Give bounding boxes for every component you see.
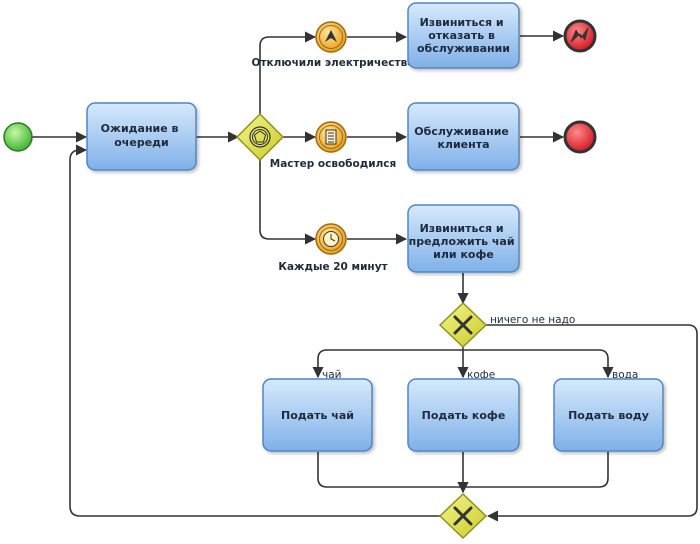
event-label-every-20: Каждые 20 минут (278, 261, 388, 273)
flow-gateway-to-power-off[interactable] (259, 31, 317, 114)
svg-text:Обслуживание клиента: Обслуживание клиента (414, 125, 512, 151)
task-give-coffee[interactable]: Подать кофе (407, 378, 520, 452)
task-offer-line-1: Извиниться и (420, 222, 504, 235)
signal-event-icon[interactable] (315, 21, 347, 53)
task-give-tea[interactable]: Подать чай (262, 378, 373, 452)
task-apologize-refuse[interactable]: Извиниться и отказать в обслуживании (407, 2, 520, 69)
task-waiting-line-2: очереди (114, 136, 169, 149)
flow-label-tea: чай (322, 369, 341, 381)
start-event-icon[interactable] (3, 122, 33, 152)
task-waiting-in-queue[interactable]: Ожидание в очереди (86, 102, 197, 171)
task-refuse-line-3: обслуживании (417, 42, 510, 55)
flow-label-water: вода (612, 369, 638, 381)
flow-loop-back-to-waiting[interactable] (69, 144, 440, 517)
exclusive-gateway-icon[interactable] (438, 301, 488, 349)
flow-gateway2-nothing[interactable] (486, 324, 698, 522)
task-waiting-line-1: Ожидание в (101, 122, 179, 135)
flow-water-to-gateway3[interactable] (463, 452, 609, 488)
conditional-event-icon[interactable] (315, 121, 347, 153)
event-based-gateway-icon[interactable] (235, 112, 285, 162)
task-give-water[interactable]: Подать воду (553, 378, 664, 452)
svg-text:Извиниться и отказать в: Извиниться и отказать в обслуживании (417, 16, 510, 55)
task-serve-line-1: Обслуживание (414, 125, 509, 138)
task-refuse-line-1: Извиниться и (420, 16, 504, 29)
task-offer-line-2: предложить чай (409, 235, 515, 248)
end-event-icon[interactable] (563, 120, 597, 154)
timer-event-icon[interactable] (315, 223, 347, 255)
sequence-flows (32, 30, 698, 522)
task-apologize-offer[interactable]: Извиниться и предложить чай или кофе (407, 204, 520, 273)
flow-label-nothing: ничего не надо (490, 314, 575, 326)
task-tea-label: Подать чай (281, 409, 354, 422)
task-serve-client[interactable]: Обслуживание клиента (407, 102, 520, 171)
svg-text:Ожидание в очереди: Ожидание в очереди (101, 122, 183, 149)
task-offer-line-3: или кофе (433, 248, 494, 261)
flow-label-coffee: кофе (467, 369, 495, 381)
flow-gateway2-to-tea[interactable] (312, 346, 464, 379)
task-serve-line-2: клиента (437, 138, 489, 151)
task-coffee-label: Подать кофе (422, 409, 506, 422)
event-label-master-free: Мастер освободился (270, 158, 396, 170)
flow-tea-to-gateway3[interactable] (317, 452, 469, 494)
exclusive-merge-gateway-icon[interactable] (438, 492, 488, 540)
task-water-label: Подать воду (568, 409, 649, 422)
event-label-power-off: Отключили электричество (252, 57, 415, 69)
flow-gateway-to-every-20[interactable] (259, 160, 317, 245)
svg-text:Извиниться и предложить: Извиниться и предложить чай или кофе (409, 222, 519, 261)
task-refuse-line-2: отказать в (428, 29, 495, 42)
error-end-event-icon[interactable] (563, 19, 597, 53)
flow-gateway2-to-water[interactable] (463, 349, 614, 379)
